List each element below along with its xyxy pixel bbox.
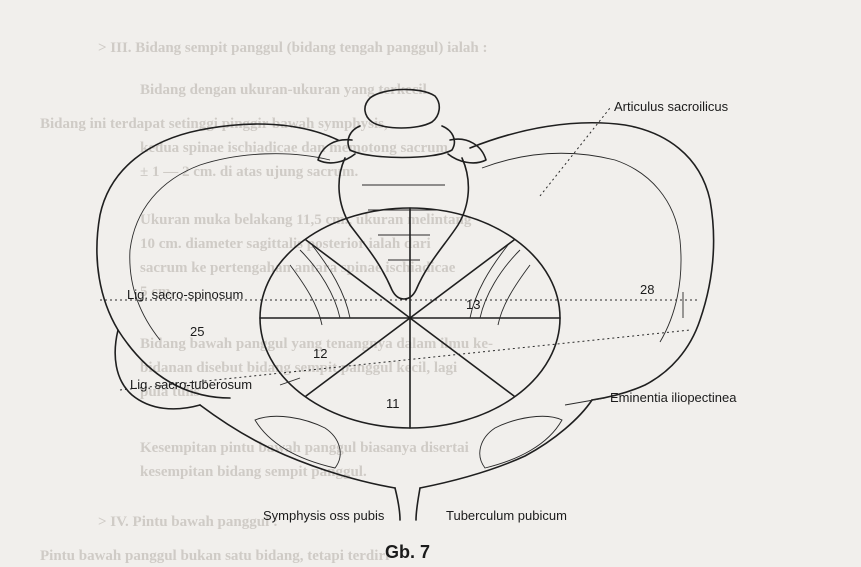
measurement-12: 12 [313, 346, 327, 361]
bleed-line: Bidang ini terdapat setinggi pinggir baw… [40, 116, 388, 132]
articulus-leader [540, 108, 610, 196]
symphysis-right [416, 488, 420, 520]
sacrum-body [339, 158, 468, 299]
obturator-right [480, 416, 562, 468]
right-iliac-wing [470, 123, 714, 400]
measurement-25: 25 [190, 324, 204, 339]
bleed-line: kesempitan bidang sempit panggul. [140, 464, 367, 480]
bleed-line: sacrum ke pertengahan antara spinae isch… [140, 260, 456, 276]
bleed-line: kedua spinae ischiadicae dan memotong sa… [140, 140, 448, 156]
label-lig-sacro-tuberosum: Lig. sacro-tuberosum [130, 377, 252, 392]
measurement-11: 11 [386, 396, 400, 411]
label-eminentia-iliopectinea: Eminentia iliopectinea [610, 390, 737, 405]
bleed-line: Bidang dengan ukuran-ukuran yang terkeci… [140, 82, 431, 98]
bleed-line: > IV. Pintu bawah panggul : [98, 514, 278, 530]
eminentia-leader [565, 398, 605, 405]
bleed-line: 10 cm. diameter sagittalis posterior ial… [140, 236, 431, 252]
label-tuberculum-pubicum: Tuberculum pubicum [446, 508, 567, 523]
right-iliac-crest-inner [482, 153, 681, 342]
bleed-line: Kesempitan pintu bawah panggul biasanya … [140, 440, 469, 456]
bleed-through-text: > III. Bidang sempit panggul (bidang ten… [40, 40, 493, 564]
label-lig-sacro-spinosum: Lig. sacro-spinosum [127, 287, 243, 302]
ligament-hatching-left [290, 245, 350, 325]
label-articulus-sacroilicus: Articulus sacroilicus [614, 99, 729, 114]
bleed-line: Ukuran muka belakang 11,5 cm., ukuran me… [140, 212, 472, 228]
measurement-13: 13 [466, 297, 480, 312]
ligament-hatching-right [470, 245, 530, 325]
measurement-28: 28 [640, 282, 654, 297]
label-symphysis-oss-pubis: Symphysis oss pubis [263, 508, 385, 523]
bleed-line: > III. Bidang sempit panggul (bidang ten… [98, 40, 488, 56]
figure-caption: Gb. 7 [385, 542, 430, 562]
symphysis-left [395, 488, 400, 520]
bleed-line: ± 1 — 2 cm. di atas ujung sacrum. [140, 164, 358, 180]
bleed-line: Pintu bawah panggul bukan satu bidang, t… [40, 548, 389, 564]
